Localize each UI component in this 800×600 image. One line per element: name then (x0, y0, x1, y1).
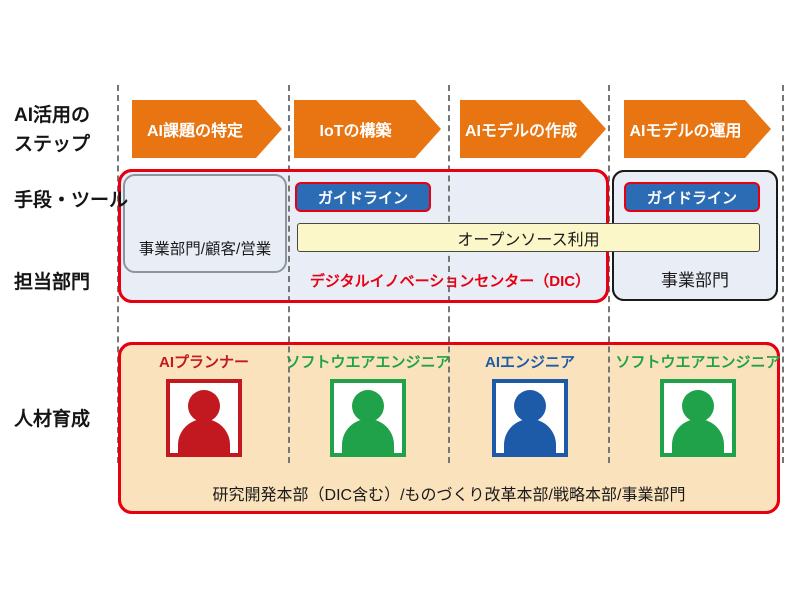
role-ai-planner: AIプランナー (119, 351, 289, 457)
role-software-engineer-2: ソフトウエアエンジニア (613, 351, 783, 457)
row-label-steps-line1: AI活用の (14, 105, 91, 126)
step-arrow-2: IoTの構築 (294, 100, 441, 158)
person-head (352, 390, 384, 422)
person-torso (178, 419, 230, 453)
column-guide-2 (288, 85, 290, 463)
business-sales-box (123, 174, 287, 273)
open-source-bar: オープンソース利用 (297, 223, 760, 252)
person-torso (504, 419, 556, 453)
row-label-tools: 手段・ツール (14, 190, 129, 211)
column-guide-4 (608, 85, 610, 463)
row-label-steps: AI活用の ステップ (14, 101, 90, 159)
person-torso (342, 419, 394, 453)
step-arrow-4: AIモデルの運用 (624, 100, 771, 158)
person-head (188, 390, 220, 422)
guideline-badge-business: ガイドライン (624, 182, 760, 212)
person-icon (660, 379, 736, 457)
column-guide-5 (782, 85, 784, 463)
hr-organizations-label: 研究開発本部（DIC含む）/ものづくり改革本部/戦略本部/事業部門 (212, 487, 686, 504)
row-label-department: 担当部門 (14, 272, 91, 293)
role-label: ソフトウエアエンジニア (615, 354, 781, 371)
person-head (682, 390, 714, 422)
person-icon (330, 379, 406, 457)
person-head (514, 390, 546, 422)
role-software-engineer-1: ソフトウエアエンジニア (283, 351, 453, 457)
role-label: AIエンジニア (484, 354, 575, 371)
step-arrow-1: AI課題の特定 (132, 100, 282, 158)
row-label-hr: 人材育成 (14, 409, 91, 430)
person-torso (672, 419, 724, 453)
role-label: AIプランナー (158, 354, 249, 371)
role-label: ソフトウエアエンジニア (285, 354, 451, 371)
person-icon (166, 379, 242, 457)
row-label-steps-line2: ステップ (14, 134, 91, 155)
role-ai-engineer: AIエンジニア (445, 351, 615, 457)
dic-center-label: デジタルイノベーションセンター（DIC） (309, 273, 591, 290)
business-sales-label: 事業部門/顧客/営業 (138, 241, 272, 258)
column-guide-3 (448, 85, 450, 463)
business-dept-label: 事業部門 (661, 271, 729, 290)
step-arrow-3: AIモデルの作成 (460, 100, 606, 158)
person-icon (492, 379, 568, 457)
guideline-badge-dic: ガイドライン (295, 182, 431, 212)
